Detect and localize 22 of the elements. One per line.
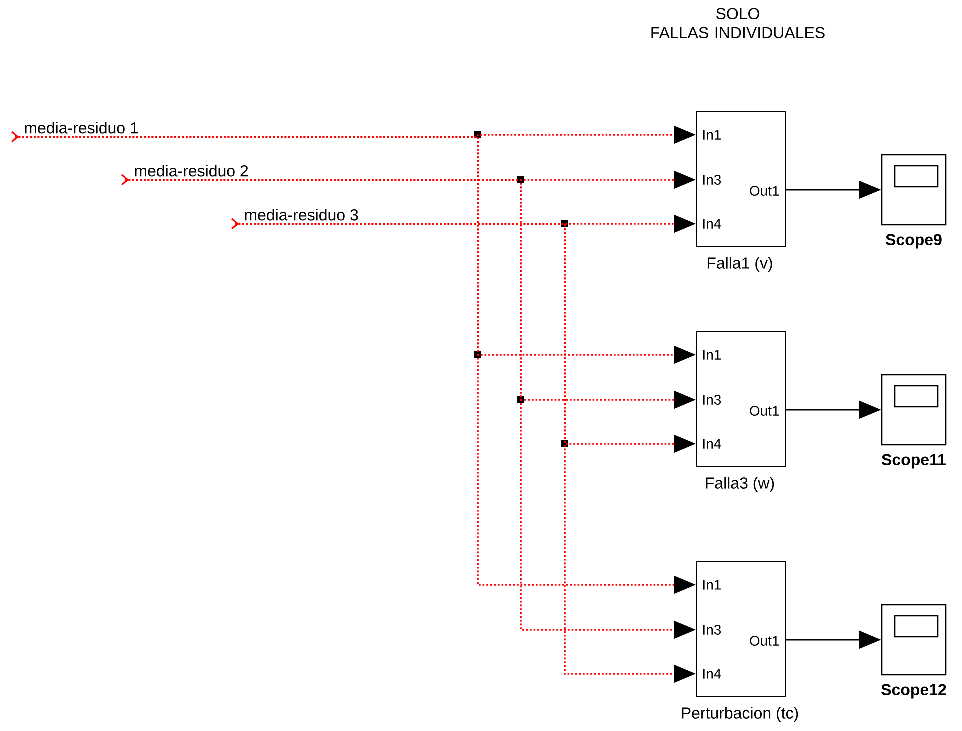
block-label: Falla1 (v) <box>708 257 772 272</box>
port-label: In1 <box>704 130 721 140</box>
port-label: Out1 <box>750 406 780 416</box>
signal-source: media-residuo 2 <box>122 165 248 186</box>
signal-source: media-residuo 3 <box>232 209 358 230</box>
port-label: In4 <box>704 219 722 229</box>
port-label: In3 <box>704 625 722 635</box>
block-label: Scope11 <box>882 454 946 469</box>
block-label: Falla3 (w) <box>706 477 774 492</box>
title: SOLO FALLAS INDIVIDUALES <box>652 8 825 39</box>
block-label: Perturbacion (tc) <box>682 707 798 722</box>
block-label: Scope12 <box>882 684 946 699</box>
port-label: In3 <box>704 175 722 185</box>
port-label: Out1 <box>750 186 780 196</box>
port-label: Out1 <box>750 636 780 646</box>
port-label: In1 <box>704 580 721 590</box>
signal-source: media-residuo 1 <box>12 122 138 143</box>
block-label: Scope9 <box>886 234 942 249</box>
port-label: In4 <box>704 669 722 679</box>
port-label: In1 <box>704 350 721 360</box>
port-label: In4 <box>704 439 722 449</box>
port-label: In3 <box>704 395 722 405</box>
